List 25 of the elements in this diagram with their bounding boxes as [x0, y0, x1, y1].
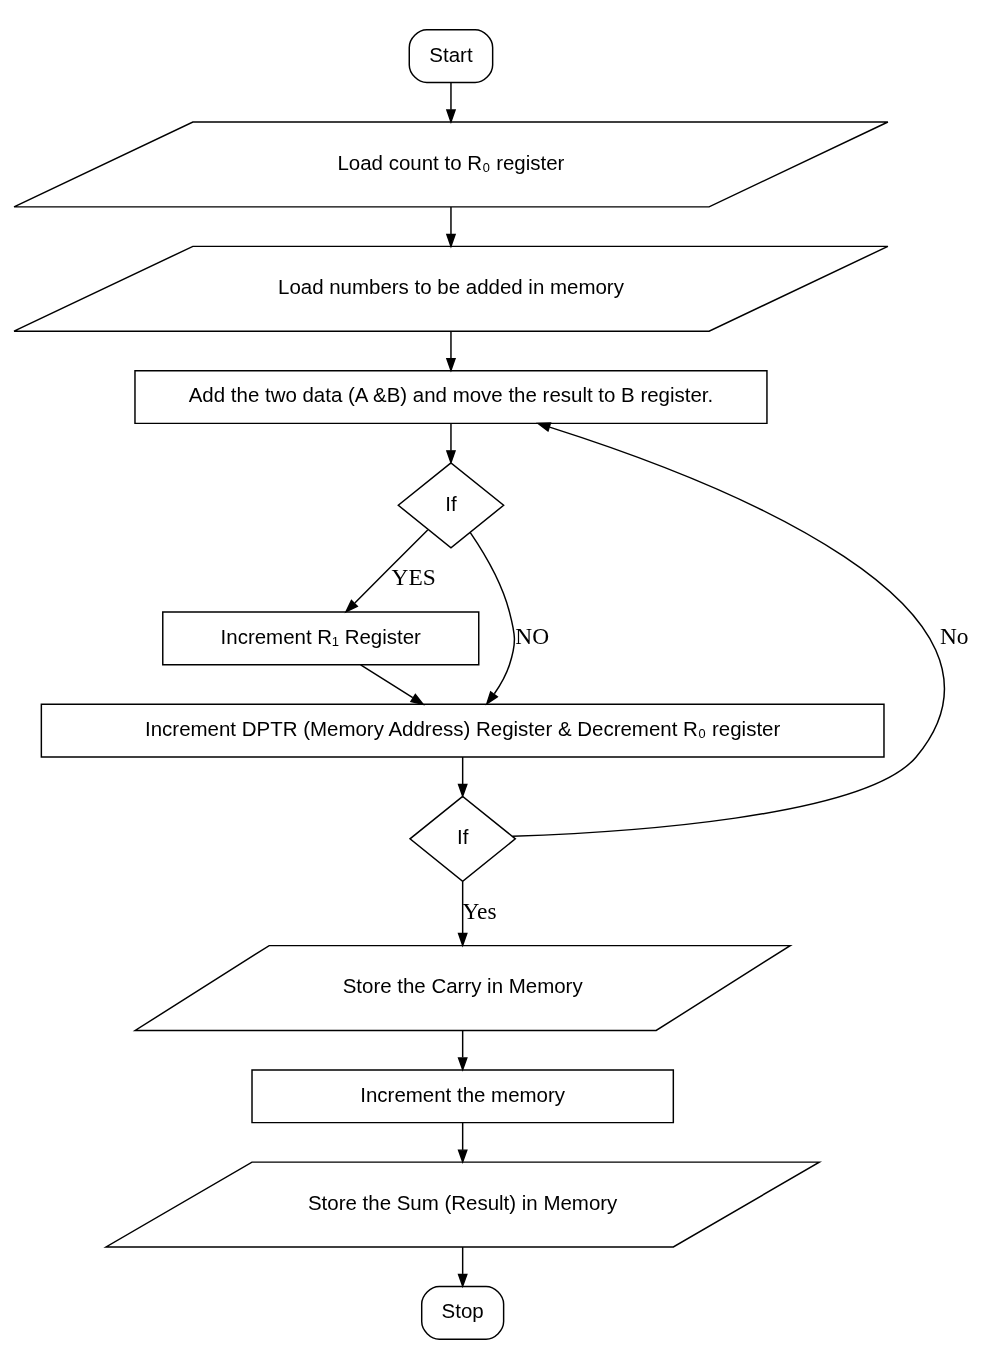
edge-label: No [939, 622, 969, 649]
node-diamond: If [397, 461, 505, 549]
node-box: Increment DPTR (Memory Address) Register & Decrement R₀ register [40, 703, 885, 758]
node-box: Increment R₁ Register [162, 610, 480, 665]
node-diamond: If [408, 794, 517, 882]
edge-label: Yes [462, 897, 497, 924]
node-box: Stop [420, 1285, 505, 1340]
arrow [359, 663, 425, 705]
arrow [457, 880, 468, 947]
edge-label: YES [391, 563, 436, 590]
arrow [445, 422, 457, 465]
arrow [457, 1121, 468, 1164]
arrow [511, 421, 946, 837]
arrow [445, 330, 457, 373]
arrow [457, 1029, 468, 1072]
arrow [344, 528, 429, 613]
arrow [445, 205, 457, 248]
node-box: Start [408, 28, 494, 83]
arrow [457, 1245, 468, 1288]
node-box: Add the two data (A &B) and move the result to B register. [134, 369, 768, 424]
arrow [445, 81, 457, 124]
edge-label: NO [515, 622, 550, 649]
node-box: Increment the memory [251, 1068, 675, 1123]
arrow [457, 755, 468, 798]
arrow [469, 531, 516, 705]
